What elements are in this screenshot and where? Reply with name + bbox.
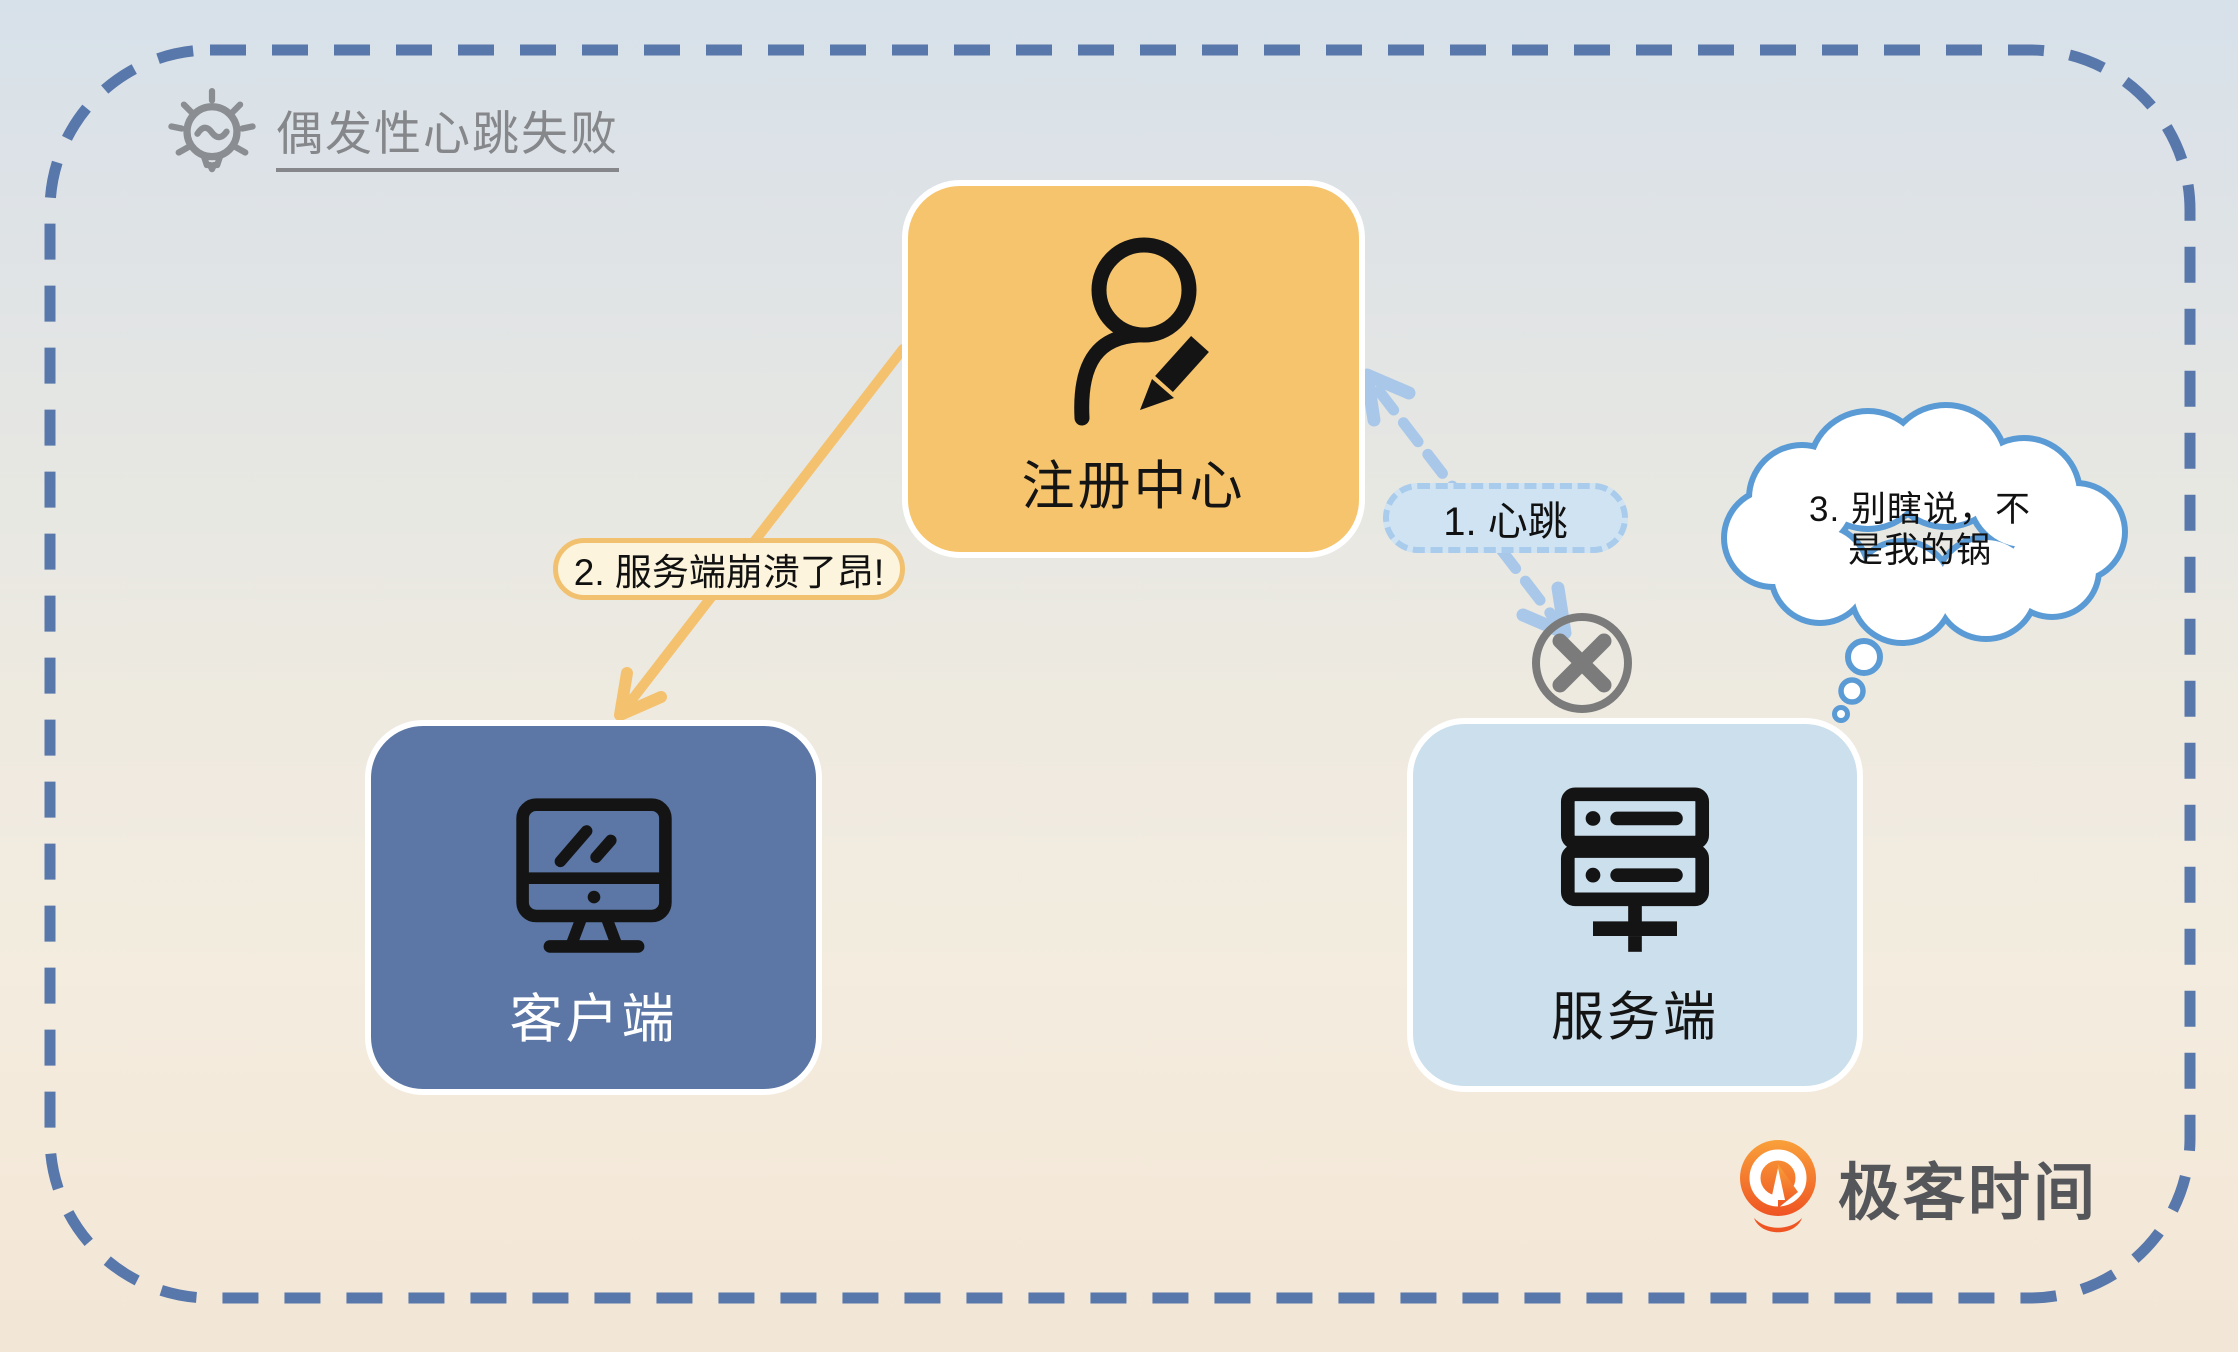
crash-arrow <box>614 344 908 721</box>
monitor-icon <box>515 798 672 953</box>
node-label: 注册中心 <box>1021 456 1246 516</box>
user-edit-icon <box>1073 237 1209 425</box>
label-server-crashed: 2. 服务端崩溃了昂! <box>553 538 905 600</box>
node-client: 客户端 <box>365 720 822 1095</box>
x-circle-icon <box>1532 613 1632 713</box>
node-registry: 注册中心 <box>902 180 1365 558</box>
node-label: 服务端 <box>1551 987 1719 1047</box>
geektime-wordmark: 极客时间 <box>1838 1159 2099 1228</box>
node-label: 客户端 <box>509 990 678 1049</box>
label-heartbeat: 1. 心跳 <box>1383 483 1628 553</box>
diagram-title: 偶发性心跳失败 <box>160 88 619 192</box>
lightbulb-icon <box>168 88 256 173</box>
geektime-icon <box>1740 1140 1816 1233</box>
thought-line-2: 是我的锅 <box>1847 531 1992 571</box>
node-server: 服务端 <box>1407 718 1863 1092</box>
server-rack-icon <box>1560 786 1710 952</box>
thought-bubble-trail <box>1832 638 1883 723</box>
geektime-logo: 极客时间 <box>1738 1138 2098 1236</box>
title-text: 偶发性心跳失败 <box>276 108 619 172</box>
thought-line-1: 3. 别瞎说，不 <box>1809 490 2031 529</box>
thought-bubble-text: 3. 别瞎说，不 是我的锅 <box>1775 489 2065 572</box>
